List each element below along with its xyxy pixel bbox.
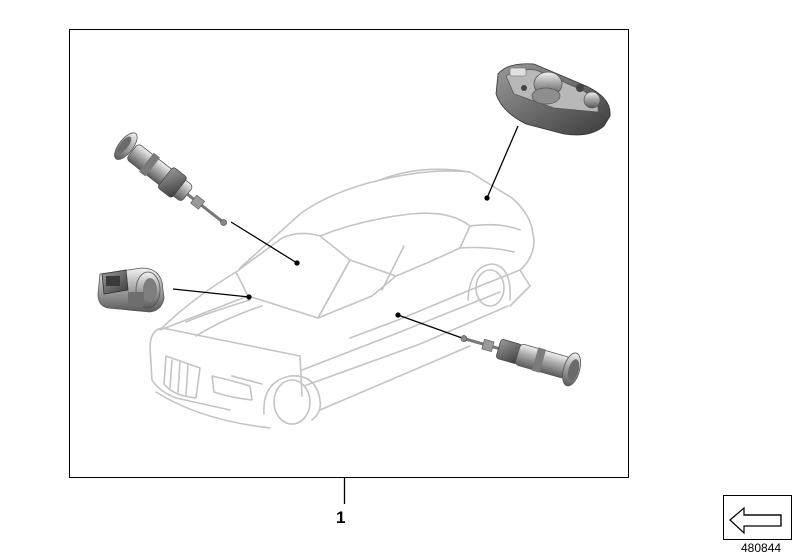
lock-cylinder-passenger-door — [460, 335, 581, 387]
leader-lines — [172, 125, 519, 504]
document-number: 480844 — [741, 541, 782, 555]
leader-dot — [246, 294, 252, 300]
leader-line-module — [486, 125, 519, 199]
leader-dot — [484, 195, 490, 201]
callout-number: 1 — [336, 508, 346, 527]
lock-cylinder-driver-door — [114, 132, 227, 226]
car-outline — [149, 168, 535, 429]
leader-line-trunk-lock — [172, 288, 250, 298]
leader-dot — [294, 260, 300, 266]
leader-line-passenger-lock — [397, 314, 463, 339]
view-arrow-icon — [723, 495, 792, 540]
leader-dot — [395, 312, 401, 318]
lock-cylinder-trunk — [97, 267, 165, 313]
steering-lock-module — [495, 63, 611, 136]
leader-line-driver-lock — [230, 221, 298, 264]
diagram-frame — [69, 29, 629, 478]
